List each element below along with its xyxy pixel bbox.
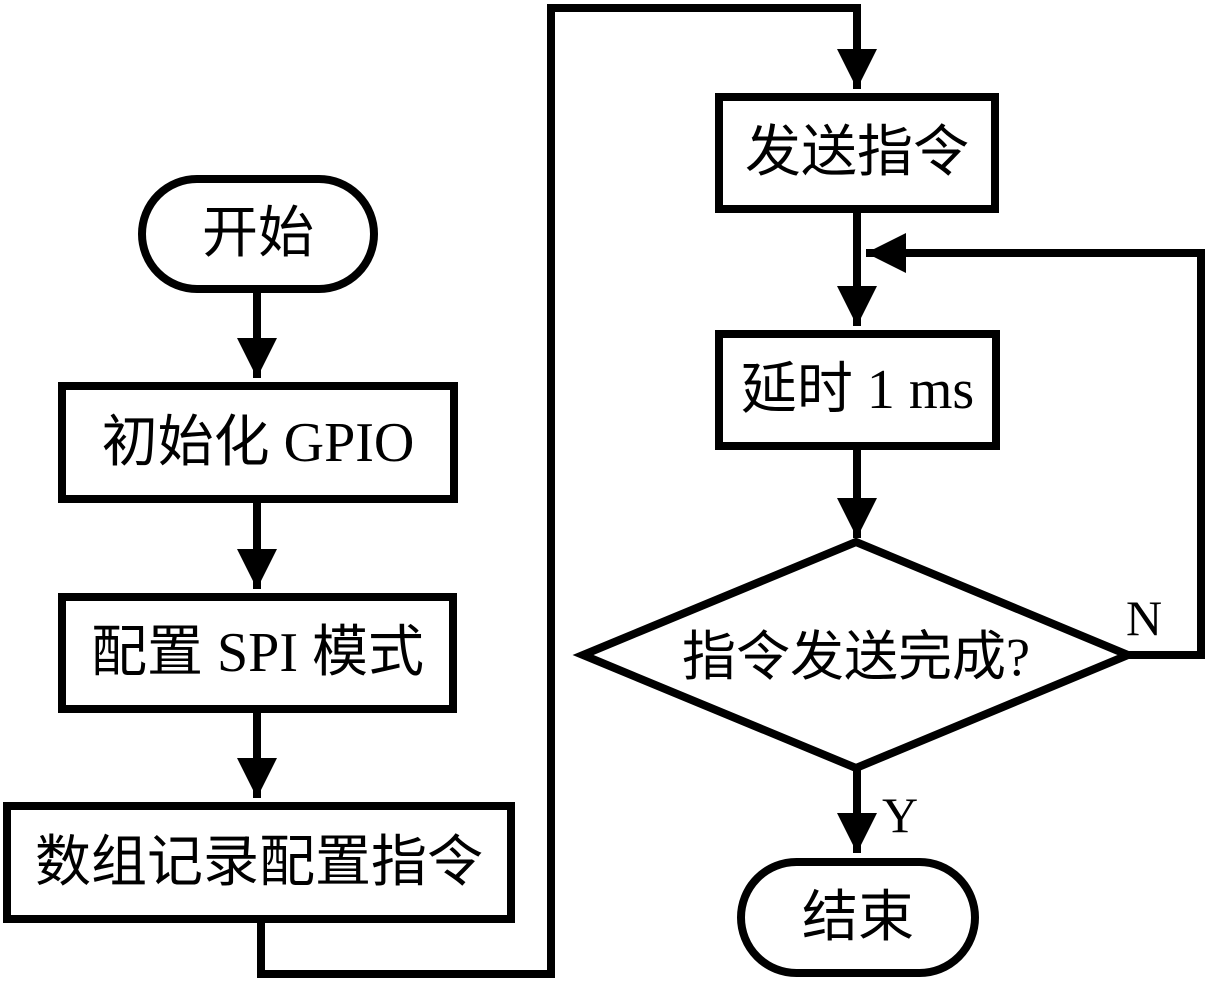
node-array-record: 数组记录配置指令	[3, 802, 515, 923]
node-delay-label: 延时 1 ms	[740, 359, 975, 421]
edge-label-yes: Y	[882, 787, 919, 843]
node-end-label: 结束	[802, 886, 914, 949]
node-init-gpio: 初始化 GPIO	[58, 382, 458, 503]
node-config-spi: 配置 SPI 模式	[58, 593, 457, 713]
node-start: 开始	[138, 175, 378, 293]
node-delay: 延时 1 ms	[715, 330, 1000, 450]
edge-array-record-to-send-cmd	[257, 4, 877, 978]
node-start-label: 开始	[202, 203, 314, 265]
node-array-record-label: 数组记录配置指令	[35, 831, 483, 894]
node-send-cmd-label: 发送指令	[745, 122, 969, 184]
node-end: 结束	[737, 858, 979, 977]
node-config-spi-label: 配置 SPI 模式	[91, 622, 424, 684]
node-decision: 指令发送完成?	[616, 625, 1096, 689]
node-decision-label: 指令发送完成?	[682, 627, 1030, 687]
edge-decision-no-loop	[866, 233, 1205, 659]
node-send-cmd: 发送指令	[715, 93, 999, 213]
edge-label-no: N	[1126, 590, 1163, 646]
decision-diamond-shape	[572, 537, 1139, 773]
node-init-gpio-label: 初始化 GPIO	[101, 411, 415, 474]
